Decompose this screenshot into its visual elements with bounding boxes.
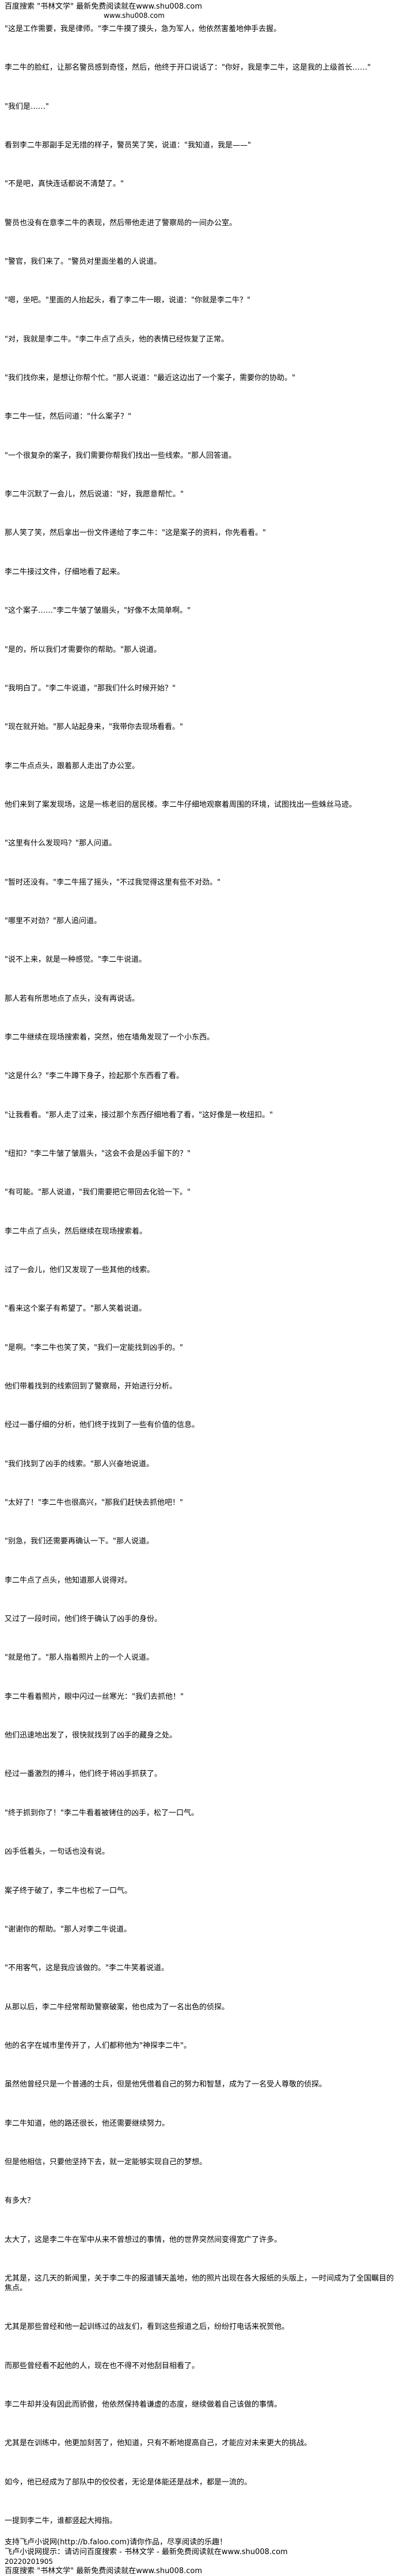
paragraph: "这个案子……"李二牛皱了皱眉头，"好像不太简单啊。": [5, 606, 191, 616]
paragraph: 又过了一段时间，他们终于确认了凶手的身份。: [5, 1615, 162, 1624]
paragraph: "现在就开始。"那人站起身来，"我带你去现场看看。": [5, 723, 183, 732]
paragraph: "我们找到了凶手的线索。"那人兴奋地说道。: [5, 1459, 154, 1469]
paragraph: 那人若有所思地点了点头，没有再说话。: [5, 994, 140, 1003]
paragraph: 虽然他曾经只是一个普通的士兵，但是他凭借着自己的努力和智慧，成为了一名受人尊敬的…: [5, 2080, 327, 2089]
paragraph: 警员也没有在意李二牛的表现，然后带他走进了警察局的一间办公室。: [5, 218, 237, 227]
paragraph: "哪里不对劲？"那人追问道。: [5, 916, 101, 925]
paragraph: "不是吧，真快连话都说不清楚了。": [5, 180, 124, 189]
chapter-content: "这是工作需要，我是律师。"李二牛摸了摸头，急为军人，他依然害羞地伸手去握。李二…: [5, 24, 398, 2526]
paragraph: 经过一番仔细的分析，他们终于找到了一些有价值的信息。: [5, 1421, 200, 1430]
paragraph: 一提到李二牛，谁都竖起大拇指。: [5, 2517, 117, 2525]
paragraph: "是啊。"李二牛也笑了笑，"我们一定能找到凶手的。": [5, 1343, 183, 1352]
paragraph: 有多大？: [5, 2196, 35, 2206]
paragraph: 凶手低着头，一句话也没有说。: [5, 1847, 110, 1857]
paragraph: "警官，我们来了。"警员对里面坐着的人说道。: [5, 257, 161, 267]
paragraph: "是的，所以我们才需要你的帮助。"那人说道。: [5, 645, 161, 654]
paragraph: 经过一番激烈的搏斗，他们终于将凶手抓获了。: [5, 1770, 162, 1779]
paragraph: 他的名字在城市里传开了，人们都称他为"神探李二牛"。: [5, 2041, 191, 2050]
paragraph: "这是工作需要，我是律师。"李二牛摸了摸头，急为军人，他依然害羞地伸手去握。: [5, 25, 281, 33]
paragraph: "看来这个案子有希望了。"那人笑着说道。: [5, 1304, 146, 1314]
paragraph: 但是他相信，只要他坚持下去，就一定能够实现自己的梦想。: [5, 2157, 207, 2167]
bottom-banner: 百度搜索 "书林文学" 最新免费阅读就在www.shu008.com: [5, 2567, 203, 2575]
paragraph: "这是什么？"李二牛蹲下身子，捡起那个东西看了看。: [5, 1072, 184, 1081]
paragraph: 他们来到了案发现场，这是一栋老旧的居民楼。李二牛仔细地观察着周围的环境，试图找出…: [5, 800, 357, 809]
paragraph: "让我看看。"那人走了过来，接过那个东西仔细地看了看，"这好像是一枚纽扣。": [5, 1110, 273, 1120]
paragraph: "一个很复杂的案子，我们需要你帮我们找出一些线索。"那人回答道。: [5, 451, 236, 460]
paragraph: 尤其是，这几天的新闻里，关于李二牛的报道铺天盖地，他的照片出现在各大报纸的头版上…: [5, 2274, 394, 2293]
paragraph: "不用客气，这是我应该做的。"李二牛笑着说道。: [5, 1964, 169, 1973]
paragraph: 太大了，这是李二牛在军中从来不曾想过的事情，他的世界突然间变得宽广了许多。: [5, 2235, 282, 2244]
paragraph: 那人笑了笑，然后拿出一份文件递给了李二牛："这是案子的资料，你先看看。": [5, 529, 266, 538]
paragraph: 李二牛点了点头，然后继续在现场搜索着。: [5, 1227, 147, 1236]
paragraph: "我明白了。"李二牛说道，"那我们什么时候开始？": [5, 684, 176, 693]
watermark-url[interactable]: www.shu008.com: [5, 12, 398, 21]
paragraph: 李二牛点了点头，他知道那人说得对。: [5, 1576, 132, 1585]
paragraph: 李二牛继续在现场搜索着，突然，他在墙角发现了一个小东西。: [5, 1033, 215, 1042]
paragraph: 李二牛的脸红，让那名警员感到奇怪，然后，他终于开口说话了："你好，我是李二牛，这…: [5, 63, 371, 73]
paragraph: 李二牛接过文件，仔细地看了起来。: [5, 567, 125, 576]
footer: 支持飞卢小说网(http://b.faloo.com)请你作品，尽享阅读的乐趣！…: [5, 2537, 398, 2576]
paragraph: 他们迅速地出发了，很快就找到了凶手的藏身之处。: [5, 1731, 177, 1740]
paragraph: 而那些曾经看不起他的人，现在也不得不对他刮目相看了。: [5, 2361, 200, 2370]
paragraph: 看到李二牛那副手足无措的样子，警员笑了笑，说道："我知道，我是——": [5, 141, 251, 150]
footer-tip-line: 飞卢小说网提示：请访问百度搜索 - 书林文学 - 最新免费阅读就在www.shu…: [5, 2548, 288, 2556]
paragraph: 李二牛点点头，跟着那人走出了办公室。: [5, 761, 140, 771]
top-banner: 百度搜索 "书林文学" 最新免费阅读就在www.shu008.com: [5, 2, 398, 12]
paragraph: "这里有什么发现吗？"那人问道。: [5, 839, 116, 848]
paragraph: 他们带着找到的线索回到了警察局，开始进行分析。: [5, 1382, 177, 1391]
paragraph: 尤其是那些曾经和他一起训练过的战友们，看到这些报道之后，纷纷打电话来祝贺他。: [5, 2323, 290, 2332]
footer-support-line[interactable]: 支持飞卢小说网(http://b.faloo.com)请你作品，尽享阅读的乐趣！: [5, 2538, 227, 2547]
paragraph: 如今，他已经成为了部队中的佼佼者，无论是体能还是战术，都是一流的。: [5, 2478, 252, 2487]
paragraph: "嗯，坐吧。"里面的人抬起头，看了李二牛一眼，说道："你就是李二牛？": [5, 296, 250, 305]
paragraph: "别急，我们还需要再确认一下。"那人说道。: [5, 1537, 154, 1546]
paragraph: 案子终于破了，李二牛也松了一口气。: [5, 1886, 132, 1895]
paragraph: 从那以后，李二牛经常帮助警察破案，他也成为了一名出色的侦探。: [5, 2002, 230, 2012]
paragraph: "纽扣？"李二牛皱了皱眉头，"这会不会是凶手留下的？": [5, 1149, 191, 1158]
paragraph: "太好了！"李二牛也很高兴，"那我们赶快去抓他吧！": [5, 1498, 183, 1508]
paragraph: "我们找你来，是想让你帮个忙。"那人说道："最近这边出了一个案子，需要你的协助。…: [5, 374, 295, 383]
paragraph: 李二牛一怔，然后问道："什么案子？": [5, 412, 131, 422]
watermark-link[interactable]: www.shu008.com: [104, 12, 165, 20]
paragraph: 尤其是在训练中，他更加刻苦了，他知道，只有不断地提高自己，才能应对未来更大的挑战…: [5, 2439, 312, 2448]
paragraph: "说不上来，就是一种感觉。"李二牛说道。: [5, 955, 146, 965]
paragraph: "暂时还没有。"李二牛摇了摇头，"不过我觉得这里有些不对劲。": [5, 878, 220, 887]
paragraph: 李二牛却并没有因此而骄傲，他依然保持着谦虚的态度，继续做着自己该做的事情。: [5, 2400, 282, 2409]
paragraph: 李二牛沉默了一会儿，然后说道："好，我愿意帮忙。": [5, 490, 184, 499]
paragraph: "终于抓到你了！"李二牛看着被铐住的凶手，松了一口气。: [5, 1808, 199, 1818]
paragraph: "谢谢你的帮助。"那人对李二牛说道。: [5, 1925, 131, 1934]
footer-code-line: 20220201905: [5, 2558, 53, 2566]
top-banner-text: 百度搜索 "书林文学" 最新免费阅读就在www.shu008.com: [5, 2, 203, 11]
paragraph: 李二牛知道，他的路还很长，他还需要继续努力。: [5, 2119, 170, 2128]
paragraph: "对，我就是李二牛。"李二牛点了点头，他的表情已经恢复了正常。: [5, 335, 229, 344]
paragraph: "我们是……": [5, 102, 49, 111]
paragraph: "就是他了。"那人指着照片上的一个人说道。: [5, 1653, 154, 1663]
paragraph: 过了一会儿，他们又发现了一些其他的线索。: [5, 1266, 155, 1274]
paragraph: "有可能。"那人说道，"我们需要把它带回去化验一下。": [5, 1188, 191, 1197]
paragraph: 李二牛看着照片，眼中闪过一丝寒光："我们去抓他！": [5, 1692, 184, 1701]
